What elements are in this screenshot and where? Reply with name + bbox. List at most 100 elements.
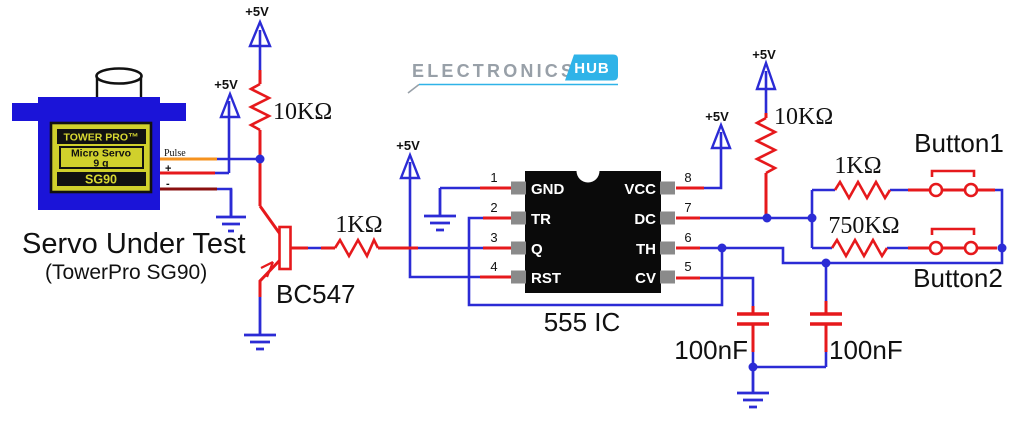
pin-label: Q [531, 241, 543, 258]
resistor-icon [754, 116, 778, 175]
resistor-value-label: 750KΩ [828, 213, 899, 239]
button-terminal [928, 182, 944, 198]
junction-dot [717, 243, 727, 253]
junction-dot [762, 213, 772, 223]
resistor-1k-base: 1KΩ [291, 212, 483, 259]
junction-dot [255, 154, 265, 164]
pin-label: CV [635, 270, 656, 287]
pin-number: 2 [490, 200, 497, 215]
logo-underline-flourish [407, 83, 420, 94]
resistor-value-label: 1KΩ [834, 153, 881, 179]
pin-number: 1 [490, 170, 497, 185]
resistor-value-label: 1KΩ [335, 212, 382, 238]
push-button-icon [930, 169, 976, 177]
junction-dot [997, 243, 1007, 253]
servo-model-text: SG90 [85, 173, 117, 187]
logo-badge-text: HUB [574, 60, 610, 77]
transistor-base-bar [278, 225, 292, 271]
wire-tr-th-loop [467, 216, 724, 307]
button-terminal [963, 240, 979, 256]
power-arrow-reset: +5V [396, 138, 480, 279]
ground-icon-servo [216, 189, 246, 233]
servo-caption: Servo Under Test [22, 228, 246, 260]
transistor-bc547: BC547 [258, 205, 356, 309]
ground-icon-emitter [244, 297, 276, 351]
resistor-10k-discharge: 10KΩ [754, 104, 833, 218]
servo-brand-text: TOWER PRO™ [63, 132, 138, 144]
servo-weight-text: 9 g [93, 158, 108, 170]
resistor-10k-collector: 10KΩ [248, 70, 332, 206]
pin-label: VCC [624, 181, 656, 198]
servo-product-text: Micro Servo [71, 148, 131, 160]
pin-number: 3 [490, 230, 497, 245]
resistor-750k-button2: 750KΩ [812, 213, 908, 259]
push-button-icon [930, 227, 976, 235]
transistor-label: BC547 [276, 279, 356, 309]
power-label: +5V [705, 109, 729, 124]
capacitor-c1: 100nF [674, 306, 826, 369]
pin-number: 5 [684, 259, 691, 274]
power-label: +5V [396, 138, 420, 153]
capacitor-icon [810, 312, 842, 326]
resistor-icon [248, 82, 272, 132]
pin-label: TR [531, 211, 551, 228]
capacitor-icon [737, 312, 769, 326]
resistor-value-label: 10KΩ [273, 99, 332, 125]
capacitor-c2: 100nF [810, 263, 903, 367]
button2: Button2 [908, 227, 1003, 293]
pin-number: 6 [684, 230, 691, 245]
servo-label: TOWER PRO™ Micro Servo 9 g SG90 [49, 121, 153, 194]
power-arrow-collector: +5V [245, 4, 272, 70]
pin-label: GND [531, 181, 565, 198]
pin-label: RST [531, 270, 561, 287]
resistor-icon [830, 237, 889, 259]
junction-dot [748, 362, 758, 372]
junction-dot [807, 213, 817, 223]
minus-wire-label: - [166, 178, 170, 190]
button-label: Button2 [913, 263, 1003, 293]
power-label: +5V [245, 4, 269, 19]
plus-wire-label: + [165, 163, 171, 175]
button-terminal [928, 240, 944, 256]
pin-number: 8 [684, 170, 691, 185]
pin-number: 4 [490, 259, 497, 274]
servo-tab-right [160, 103, 186, 121]
ic-notch [576, 159, 600, 183]
logo-text: ELECTRONICS [412, 61, 576, 81]
servo-tab-left [12, 103, 40, 121]
ground-icon-ic [424, 188, 456, 232]
pin-number: 7 [684, 200, 691, 215]
servo-shaft [95, 67, 143, 98]
logo-badge [565, 54, 618, 81]
ground-icon-caps [737, 367, 769, 409]
collector-lead [258, 205, 282, 235]
minus-wire-blue [217, 187, 233, 217]
pulse-wire-label: Pulse [164, 148, 186, 159]
power-arrow-vcc: +5V [704, 109, 732, 190]
servo-under-test: TOWER PRO™ Micro Servo 9 g SG90 Servo Un… [12, 67, 246, 284]
power-label: +5V [214, 77, 238, 92]
ic-title: 555 IC [544, 307, 621, 337]
servo-wires: Pulse + - [160, 148, 258, 217]
emitter-arrow-icon [260, 261, 275, 278]
logo-electronics-hub: ELECTRONICS HUB [407, 54, 618, 94]
capacitor-value-label: 100nF [829, 335, 903, 365]
button-terminal [963, 182, 979, 198]
resistor-icon [333, 236, 380, 259]
wire-cv-net [700, 276, 755, 306]
resistor-value-label: 10KΩ [774, 104, 833, 130]
junction-dots [255, 154, 1007, 372]
button1: Button1 [908, 128, 1004, 198]
pin-label: TH [636, 241, 656, 258]
resistor-1k-button1: 1KΩ [812, 153, 908, 201]
junction-dot [821, 258, 831, 268]
power-arrow-discharge: +5V [752, 47, 777, 113]
power-label: +5V [752, 47, 776, 62]
button-label: Button1 [914, 128, 1004, 158]
servo-subcaption: (TowerPro SG90) [45, 261, 207, 284]
power-arrow-servo: +5V [214, 77, 241, 173]
capacitor-value-label: 100nF [674, 335, 748, 365]
ic-555: 1 2 3 4 8 7 6 5 GND TR Q RST VCC DC TH C… [490, 159, 692, 337]
